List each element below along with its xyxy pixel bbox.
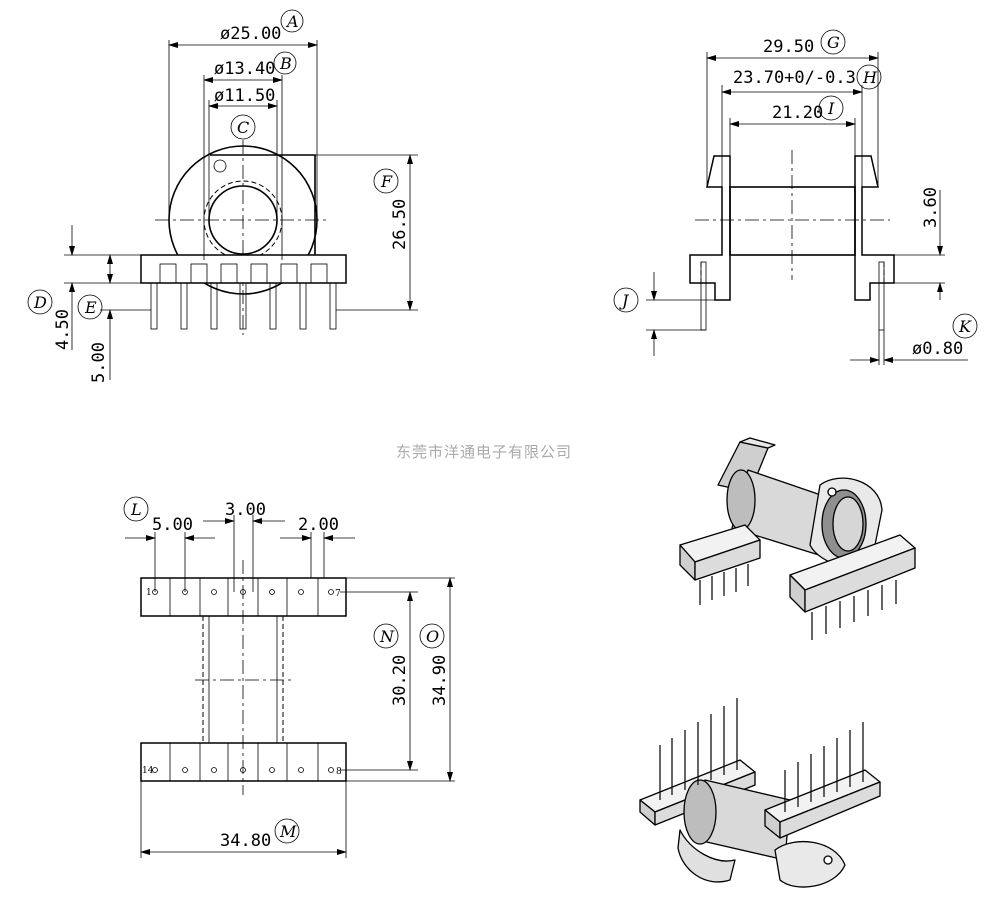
pin-slots xyxy=(159,263,328,284)
pins xyxy=(150,282,337,330)
bottom-pin-holes xyxy=(152,767,334,773)
dim-b-text: ø13.40 xyxy=(214,59,275,79)
left-flange xyxy=(689,155,731,301)
callout-o: O xyxy=(426,627,439,646)
bottom-rail xyxy=(140,742,347,782)
pin-number-8: 8 xyxy=(336,767,342,777)
callout-d: D xyxy=(33,293,47,312)
dim-l-text: 5.00 xyxy=(152,515,193,535)
dim-d-text: 4.50 xyxy=(53,309,73,350)
bobbin-body xyxy=(729,186,856,256)
callout-e: E xyxy=(84,298,97,317)
top-rail xyxy=(140,577,347,617)
dim-i-text: 21.20 xyxy=(772,103,823,123)
flange-top-edge xyxy=(210,154,316,255)
dim-h-text: 23.70+0/-0.3 xyxy=(733,68,856,88)
dim-g-text: 29.50 xyxy=(763,37,814,57)
callout-j: J xyxy=(619,291,630,310)
callout-b: B xyxy=(279,54,292,73)
top-view: 1 7 14 8 5.00 L 3.00 2.00 30.20 N xyxy=(123,496,455,858)
right-pin xyxy=(878,261,885,331)
callout-g: G xyxy=(827,33,840,52)
side-view: 29.50 G 23.70+0/-0.3 H 21.20 I 3.60 J xyxy=(613,29,978,365)
dim-e-text: 5.00 xyxy=(89,342,109,383)
callout-k: K xyxy=(958,317,972,336)
callout-f: F xyxy=(380,172,393,191)
dim-k-text: ø0.80 xyxy=(912,339,963,359)
dim-n-text: 30.20 xyxy=(390,655,410,706)
isometric-view-top xyxy=(679,437,916,640)
dim-o-text: 34.90 xyxy=(430,655,450,706)
callout-c: C xyxy=(237,118,249,137)
front-view: ø25.00 A ø13.40 B ø11.50 C 26.50 F 4.50 xyxy=(27,9,418,383)
dim-a-text: ø25.00 xyxy=(220,24,281,44)
callout-i: I xyxy=(827,99,835,118)
isometric-view-bottom xyxy=(639,698,881,888)
pin-number-14: 14 xyxy=(142,766,154,776)
pin-number-1: 1 xyxy=(146,588,152,598)
dim-f-text: 26.50 xyxy=(390,199,410,250)
base-rail xyxy=(140,254,347,284)
right-flange xyxy=(854,155,895,301)
callout-m: M xyxy=(279,822,297,841)
callout-l: L xyxy=(130,500,142,519)
company-watermark: 东莞市洋通电子有限公司 xyxy=(396,443,572,461)
pin-number-7: 7 xyxy=(335,589,341,599)
callout-n: N xyxy=(379,627,395,646)
dim-gap-text: 2.00 xyxy=(298,515,339,535)
pin1-mark-hole xyxy=(213,159,227,173)
dim-m-text: 34.80 xyxy=(220,831,271,851)
dim-pin-pitch-text: 3.00 xyxy=(225,500,266,520)
callout-a: A xyxy=(285,12,299,31)
callout-h: H xyxy=(862,68,878,87)
dim-height-text: 3.60 xyxy=(921,187,941,228)
dim-c-text: ø11.50 xyxy=(214,86,275,106)
